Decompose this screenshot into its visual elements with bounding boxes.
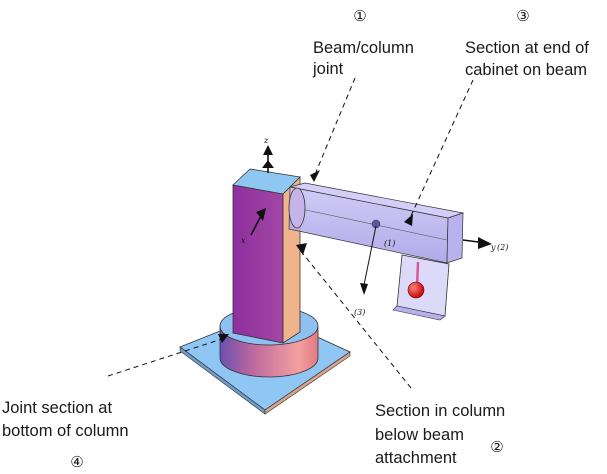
- leader-2: [299, 249, 412, 389]
- callout-3-number: ③: [516, 7, 529, 25]
- callout-2: Section in column below beam attachment …: [375, 402, 505, 467]
- leader-1: [315, 77, 356, 173]
- leader-lines: [107, 77, 474, 389]
- leader-1-arrowhead: [310, 170, 320, 182]
- axis-label-3: (3): [354, 308, 365, 317]
- axis-markers: z x y (2) (1) (3): [241, 136, 508, 317]
- leader-2-arrowhead: [296, 243, 307, 255]
- callout-1: ① Beam/column joint: [312, 7, 414, 78]
- axis-label-x: x: [241, 236, 246, 245]
- leader-3-arrowhead: [404, 214, 413, 226]
- callout-3: ③ Section at end of cabinet on beam: [465, 7, 589, 79]
- callout-2-line-1: Section in column: [375, 402, 505, 420]
- leader-4-arrowhead: [218, 334, 229, 343]
- callout-1-line-2: joint: [312, 60, 344, 78]
- leader-3: [409, 79, 474, 219]
- leader-4: [107, 337, 226, 377]
- callout-3-line-2: cabinet on beam: [465, 61, 587, 79]
- cabinet: [392, 254, 450, 321]
- callout-4-line-1: Joint section at: [2, 399, 112, 417]
- callout-1-line-1: Beam/column: [313, 39, 414, 57]
- callout-3-line-1: Section at end of: [465, 39, 589, 57]
- axis-label-1: (1): [384, 239, 395, 248]
- callout-1-number: ①: [353, 7, 366, 25]
- callout-4-line-2: bottom of column: [2, 422, 129, 440]
- axis-label-z: z: [263, 136, 269, 145]
- axis-label-y: y: [490, 243, 496, 252]
- callout-2-line-2: below beam: [375, 426, 464, 444]
- callout-4-number: ④: [70, 453, 83, 471]
- column: [232, 168, 301, 344]
- beam: [288, 182, 465, 264]
- callout-2-line-3: attachment: [375, 449, 457, 467]
- callout-2-number: ②: [490, 438, 503, 456]
- axis-label-y2: (2): [497, 243, 508, 252]
- callout-4: Joint section at bottom of column ④: [2, 399, 129, 471]
